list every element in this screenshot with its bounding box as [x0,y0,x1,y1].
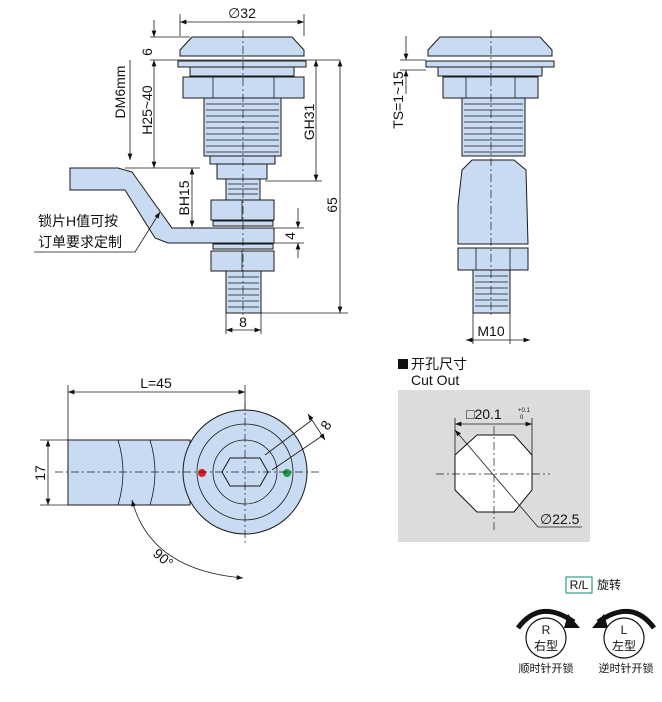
dim-head-height: 6 [139,48,155,56]
cutout-tol-upper: +0.1 [518,408,531,414]
front-view: ∅32 6 H25~40 DM6mm GH31 65 BH15 4 8 锁片H值… [34,5,348,334]
spring-washer [189,66,295,77]
left-type-icon: L 左型 逆时针开锁 [592,608,657,675]
right-caption: 顺时针开锁 [519,661,574,675]
clockwise-arrow-icon [564,614,580,628]
rl-badge-text: R/L [570,578,589,592]
cam-housing [457,159,529,245]
upper-cam-nut [210,199,275,221]
shaft-end-thread [225,270,262,314]
dim-shaft-width: 8 [239,314,247,330]
section-bullet [398,359,408,369]
dim-panel-thickness: TS=1~15 [390,71,406,129]
cam-lever-top [67,439,191,506]
counterclockwise-arrow-icon [592,614,608,628]
washer [177,60,307,68]
dim-cam-length: L=45 [140,375,172,391]
cutout-shape [454,434,533,513]
left-letter: L [621,623,628,637]
lock-head [179,36,305,57]
rotation-label: 旋转 [597,577,621,592]
lower-cam-nut [210,250,275,272]
dim-head-diameter: ∅32 [228,5,256,21]
cutout-section: 开孔尺寸 Cut Out □20.1 +0.1 0 ∅22.5 [398,356,590,542]
note-line-2: 订单要求定制 [38,234,122,250]
dim-cam-offset: BH15 [176,180,192,215]
note-line-1: 锁片H值可按 [38,213,118,229]
dim-plate-thickness: 4 [282,232,298,240]
collar [216,163,268,180]
red-indicator-dot [198,469,206,477]
rl-badge [565,576,593,594]
threaded-body [203,97,282,157]
cutout-title-en: Cut Out [411,372,459,388]
right-type: 右型 [534,638,558,653]
left-caption: 逆时针开锁 [599,661,654,675]
dim-thread: M10 [477,323,504,339]
left-type: 左型 [612,638,636,653]
right-type-icon: R 右型 顺时针开锁 [515,608,580,675]
dim-cam-width: 17 [32,465,48,481]
thread-lines [206,103,279,153]
dim-rotation-angle: 90° [150,545,177,571]
cutout-title-cn: 开孔尺寸 [411,356,467,372]
cutout-diameter-dim: ∅22.5 [540,511,580,527]
dim-total-length: 65 [324,197,340,213]
dim-grip-range: H25~40 [139,85,155,135]
dim-cam-thickness-note: DM6mm [112,66,128,119]
dim-grip-length: GH31 [301,104,317,141]
side-view: TS=1~15 M10 [390,30,555,344]
rotation-legend: R/L 旋转 R 右型 顺时针开锁 L 左型 逆时针开锁 [515,576,657,675]
hex-nut [182,76,305,99]
right-letter: R [542,623,551,637]
green-indicator-dot [283,469,291,477]
cutout-square-dim: □20.1 [466,406,502,422]
bottom-view: L=45 17 8 90° [32,375,335,580]
dim-square: 8 [317,417,335,433]
cutout-tol-lower: 0 [520,415,524,421]
